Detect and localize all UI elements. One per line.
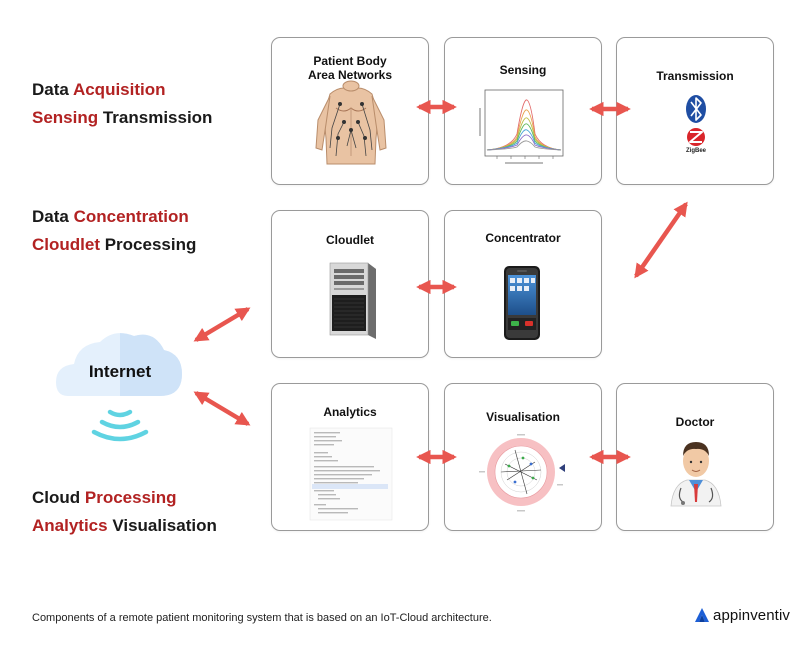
figure-caption: Components of a remote patient monitorin… <box>32 612 492 624</box>
code-document-icon <box>309 427 393 521</box>
section-label-line: Cloudlet Processing <box>32 231 196 259</box>
node-sensing: Sensing <box>444 37 602 185</box>
cloud-icon <box>56 333 182 397</box>
sensor-graph-icon <box>479 89 564 164</box>
label-word-highlight: Acquisition <box>72 80 166 99</box>
label-word: Cloud <box>32 488 85 507</box>
brand-logo: appinventiv <box>693 606 790 624</box>
label-word: Data <box>32 80 73 99</box>
node-title: Patient Body Area Networks <box>272 54 428 82</box>
smartphone-icon <box>504 266 540 340</box>
node-visualisation: Visualisation <box>444 383 602 531</box>
section-label-cloud: Cloud Processing Analytics Visualisation <box>32 484 217 540</box>
node-title: Doctor <box>675 415 715 429</box>
node-patient-body-area-networks: Patient Body Area Networks <box>271 37 429 185</box>
server-tower-icon <box>329 262 376 339</box>
label-word: Processing <box>100 235 197 254</box>
section-label-concentration: Data Concentration Cloudlet Processing <box>32 203 196 259</box>
node-title: Sensing <box>499 63 547 77</box>
node-cloudlet: Cloudlet <box>271 210 429 358</box>
label-word-highlight: Cloudlet <box>32 235 100 254</box>
label-word: Data <box>32 207 74 226</box>
section-label-line: Data Acquisition <box>32 76 212 104</box>
internet-node: Internet <box>54 326 186 446</box>
wifi-signal-icon <box>91 409 149 442</box>
node-title: Cloudlet <box>326 233 374 247</box>
node-concentrator: Concentrator <box>444 210 602 358</box>
label-word: Visualisation <box>107 516 217 535</box>
human-torso-icon <box>315 80 387 165</box>
node-doctor: Doctor <box>616 383 774 531</box>
node-title-line: Area Networks <box>307 68 393 82</box>
brand-name: appinventiv <box>713 606 790 624</box>
node-title: Visualisation <box>486 410 560 424</box>
zigbee-label: ZigBee <box>685 148 706 154</box>
brand-mark-icon <box>695 608 709 622</box>
node-title: Analytics <box>323 405 377 419</box>
node-title: Transmission <box>656 69 734 83</box>
internet-label: Internet <box>88 362 152 381</box>
section-label-acquisition: Data Acquisition Sensing Transmission <box>32 76 212 132</box>
label-word-highlight: Processing <box>84 488 177 507</box>
section-label-line: Analytics Visualisation <box>32 512 217 540</box>
circular-chart-icon <box>479 434 565 512</box>
node-title: Concentrator <box>485 231 561 245</box>
label-word: Transmission <box>98 108 213 127</box>
label-word-highlight: Sensing <box>32 108 99 127</box>
label-word-highlight: Concentration <box>73 207 189 226</box>
section-label-line: Data Concentration <box>32 203 196 231</box>
section-label-line: Cloud Processing <box>32 484 217 512</box>
arrow-transmission-to-concentrator <box>634 201 688 279</box>
node-title-line: Patient Body <box>313 54 387 68</box>
label-word-highlight: Analytics <box>32 516 108 535</box>
node-analytics: Analytics <box>271 383 429 531</box>
bluetooth-icon <box>686 95 706 123</box>
doctor-avatar-icon <box>670 442 722 507</box>
arrow-internet-to-analytics <box>193 391 251 426</box>
arrow-internet-to-cloudlet <box>193 307 251 342</box>
section-label-line: Sensing Transmission <box>32 104 212 132</box>
